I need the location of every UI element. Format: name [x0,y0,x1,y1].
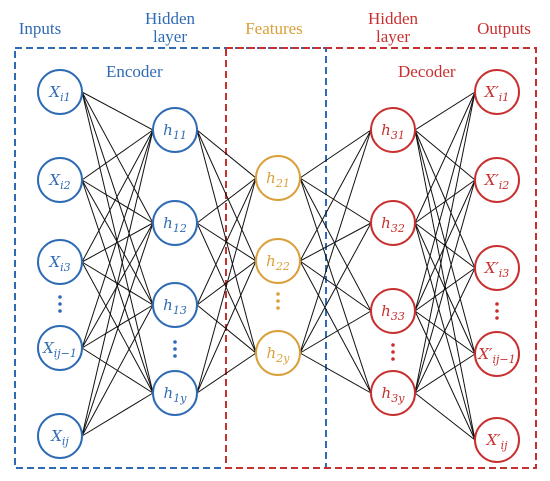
edge-input-2-to-hidden1-1 [81,222,154,263]
edge-input-3-to-hidden1-1 [81,222,154,349]
header-hidden-right-line1: Hidden [367,9,419,28]
header-hidden-right-line2: layer [376,27,410,46]
output-ellipsis [495,302,499,320]
edge-hidden1-3-to-features-2 [196,352,257,394]
header-hidden-right: Hidden layer [358,10,428,46]
connection-edges [81,91,476,441]
node-input-4: Xij [37,413,83,459]
edge-hidden3-2-to-output-4 [414,310,476,441]
header-features: Features [234,20,314,38]
header-hidden-left-line1: Hidden [144,9,196,28]
hidden1-ellipsis [173,340,177,358]
edge-features-1-to-hidden3-2 [299,260,372,312]
node-hidden1-2: h13 [152,282,198,328]
node-hidden1-0: h11 [152,107,198,153]
node-output-0: X′i1 [474,69,520,115]
edge-features-2-to-hidden3-1 [299,222,372,354]
header-features-label: Features [245,19,303,38]
header-outputs-label: Outputs [477,19,531,38]
node-hidden3-2: h33 [370,288,416,334]
hidden3-ellipsis [391,343,395,361]
edge-hidden3-2-to-output-1 [414,179,476,312]
edge-hidden3-2-to-output-0 [414,91,476,312]
edge-input-2-to-hidden1-3 [81,261,154,394]
edge-features-0-to-hidden3-2 [299,177,372,312]
edge-hidden1-2-to-features-1 [196,260,257,306]
features-ellipsis [276,292,280,310]
edge-input-1-to-hidden1-0 [81,129,154,181]
node-input-2: Xi3 [37,239,83,285]
node-output-2: X′i3 [474,245,520,291]
node-features-0: h21 [255,155,301,201]
node-hidden3-3: h3y [370,370,416,416]
edge-hidden3-3-to-output-2 [414,267,476,394]
edge-features-0-to-hidden3-1 [299,177,372,224]
node-hidden3-1: h32 [370,200,416,246]
edge-features-0-to-hidden3-0 [299,129,372,179]
edge-hidden1-2-to-features-2 [196,304,257,354]
edge-hidden3-2-to-output-2 [414,267,476,312]
node-output-3: X′ij−1 [474,331,520,377]
edge-input-4-to-hidden1-0 [81,129,154,437]
edge-input-0-to-hidden1-2 [81,91,154,306]
edge-hidden3-3-to-output-3 [414,353,476,394]
edge-hidden3-0-to-output-1 [414,129,476,181]
edge-hidden3-3-to-output-0 [414,91,476,394]
header-inputs: Inputs [10,20,70,38]
input-ellipsis [58,295,62,313]
edge-input-3-to-hidden1-2 [81,304,154,349]
edge-input-0-to-hidden1-1 [81,91,154,224]
edge-hidden3-1-to-output-0 [414,91,476,224]
decoder-frame [225,47,537,469]
node-hidden1-1: h12 [152,200,198,246]
edge-hidden3-0-to-output-0 [414,91,476,131]
node-output-1: X′i2 [474,157,520,203]
header-hidden-left: Hidden layer [135,10,205,46]
edge-features-2-to-hidden3-3 [299,352,372,394]
edge-hidden1-3-to-features-1 [196,260,257,394]
node-input-0: Xi1 [37,69,83,115]
edge-hidden3-2-to-output-3 [414,310,476,355]
edge-features-1-to-hidden3-3 [299,260,372,394]
node-hidden3-0: h31 [370,107,416,153]
ellipsis-markers [58,292,499,361]
edge-hidden1-0-to-features-0 [196,129,257,179]
edge-input-1-to-hidden1-1 [81,179,154,224]
edge-features-1-to-hidden3-0 [299,129,372,262]
node-input-1: Xi2 [37,157,83,203]
edge-features-2-to-hidden3-2 [299,310,372,354]
edge-input-4-to-hidden1-1 [81,222,154,437]
node-features-1: h22 [255,238,301,284]
edge-hidden3-0-to-output-2 [414,129,476,269]
header-hidden-left-line2: layer [153,27,187,46]
edge-input-4-to-hidden1-2 [81,304,154,437]
edge-hidden3-3-to-output-4 [414,392,476,441]
edge-input-3-to-hidden1-0 [81,129,154,349]
edge-hidden1-1-to-features-0 [196,177,257,224]
node-input-3: Xij−1 [37,325,83,371]
edge-features-2-to-hidden3-0 [299,129,372,354]
edge-input-2-to-hidden1-0 [81,129,154,263]
edge-hidden1-2-to-features-0 [196,177,257,306]
edge-hidden1-1-to-features-2 [196,222,257,354]
edge-hidden1-3-to-features-0 [196,177,257,394]
edge-input-4-to-hidden1-3 [81,392,154,437]
node-hidden1-3: h1y [152,370,198,416]
encoder-label: Encoder [106,62,163,81]
decoder-label: Decoder [398,62,456,81]
node-features-2: h2y [255,330,301,376]
node-output-4: X′ij [474,417,520,463]
header-inputs-label: Inputs [18,19,62,38]
edge-hidden3-3-to-output-1 [414,179,476,394]
header-outputs: Outputs [466,20,542,38]
edge-hidden3-1-to-output-3 [414,222,476,355]
edge-input-0-to-hidden1-0 [81,91,154,131]
edge-hidden1-0-to-features-1 [196,129,257,262]
